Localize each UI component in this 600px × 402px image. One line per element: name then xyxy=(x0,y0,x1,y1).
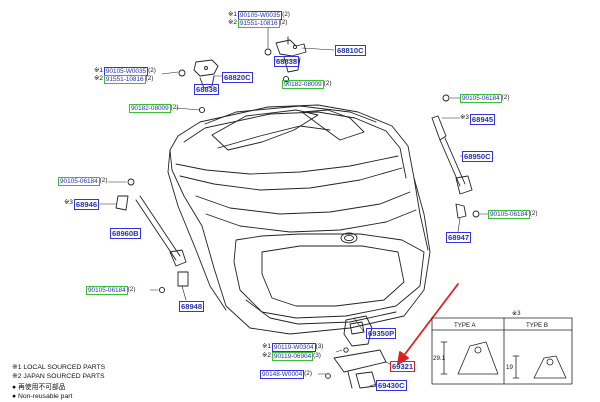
back-door-panel xyxy=(167,104,431,335)
local-marker: ※1 xyxy=(262,343,271,350)
part-number[interactable]: 90105-06184 xyxy=(86,286,128,295)
quantity: (3) xyxy=(315,343,324,350)
callout-90105-06184-right[interactable]: 90105-06184(2) xyxy=(488,210,537,219)
type-table xyxy=(431,317,573,385)
callout-68820C[interactable]: 68820C xyxy=(222,72,253,83)
leader-lines xyxy=(99,26,489,387)
part-number[interactable]: 90105-06184 xyxy=(460,94,502,103)
local-marker: ※1 xyxy=(94,67,103,74)
quantity: (2) xyxy=(501,94,510,101)
callout-68947[interactable]: 68947 xyxy=(446,232,472,243)
callout-68810C[interactable]: 68810C xyxy=(335,45,366,56)
quantity: (2) xyxy=(279,19,288,26)
quantity: (2) xyxy=(170,104,179,111)
part-number[interactable]: 68810C xyxy=(335,45,366,56)
quantity: (2) xyxy=(282,11,290,18)
quantity: (2) xyxy=(304,370,312,377)
quantity: (2) xyxy=(145,75,154,82)
part-number[interactable]: 90148-W0004 xyxy=(260,370,305,379)
callout-68838-left[interactable]: 68838 xyxy=(194,84,220,95)
type-a-dimension: 29.1 xyxy=(433,355,446,362)
part-number[interactable]: 90105-06184 xyxy=(488,210,530,219)
type-table-marker: ※3 xyxy=(512,310,521,317)
part-number[interactable]: 91551-10816 xyxy=(237,19,280,28)
callout-69430C[interactable]: 69430C xyxy=(376,380,407,391)
quantity: (2) xyxy=(323,80,332,87)
part-number[interactable]: 68838 xyxy=(274,56,300,67)
callout-68838-top[interactable]: 68838 xyxy=(274,56,300,67)
part-number[interactable]: 68820C xyxy=(222,72,253,83)
callout-69350P[interactable]: 69350P xyxy=(366,328,397,339)
type-b-label: TYPE B xyxy=(526,322,549,329)
part-number[interactable]: 69321 xyxy=(390,361,416,372)
part-number[interactable]: 68946 xyxy=(73,199,100,210)
quantity: (2) xyxy=(99,177,108,184)
gas-stay-right xyxy=(431,94,480,219)
gas-stay-left xyxy=(115,178,189,294)
quantity: (2) xyxy=(127,286,136,293)
part-number[interactable]: 90119-06904 xyxy=(271,352,314,361)
part-number[interactable]: 68945 xyxy=(469,114,496,125)
callout-90105-06184-left[interactable]: 90105-06184(2) xyxy=(58,177,107,186)
note-non-reusable-en: ● Non-reusable part xyxy=(12,393,73,400)
local-marker: ※1 xyxy=(228,11,237,18)
part-number[interactable]: 90182-08009 xyxy=(129,104,171,113)
note-non-reusable-jp: ● 再使用不可部品 xyxy=(12,384,66,391)
callout-68948[interactable]: 68948 xyxy=(179,301,205,312)
part-number[interactable]: 69430C xyxy=(376,380,407,391)
part-number[interactable]: 68838 xyxy=(194,84,220,95)
note-japan-sourced: ※2 JAPAN SOURCED PARTS xyxy=(12,373,105,380)
part-number[interactable]: 68948 xyxy=(179,301,205,312)
part-number[interactable]: 91551-10816 xyxy=(103,75,146,84)
japan-marker: ※2 xyxy=(94,75,103,82)
ref3-marker: ※3 xyxy=(460,114,469,121)
japan-marker: ※2 xyxy=(262,352,271,359)
part-number[interactable]: 90105-06184 xyxy=(58,177,100,186)
callout-69321-highlighted[interactable]: 69321 xyxy=(390,361,416,372)
callout-90182-08009-right[interactable]: 90182-08009(2) xyxy=(282,80,331,89)
part-number[interactable]: 68960B xyxy=(110,228,141,239)
callout-68960B[interactable]: 68960B xyxy=(110,228,141,239)
part-number[interactable]: 68947 xyxy=(446,232,472,243)
quantity: (2) xyxy=(148,67,156,74)
type-a-label: TYPE A xyxy=(454,322,476,329)
part-number[interactable]: 90119-W0304 xyxy=(271,343,316,352)
ref3-marker: ※3 xyxy=(64,199,73,206)
note-local-sourced: ※1 LOCAL SOURCED PARTS xyxy=(12,364,106,371)
part-number[interactable]: 69350P xyxy=(366,328,397,339)
callout-90105-06184-top-right[interactable]: 90105-06184(2) xyxy=(460,94,509,103)
japan-marker: ※2 xyxy=(228,19,237,26)
callout-68950C[interactable]: 68950C xyxy=(462,151,493,162)
callout-90148-W0004[interactable]: 90148-W0004(2) xyxy=(260,370,312,379)
quantity: (3) xyxy=(313,352,321,359)
part-number[interactable]: 68950C xyxy=(462,151,493,162)
part-number[interactable]: 90182-08009 xyxy=(282,80,324,89)
callout-90182-08009-left[interactable]: 90182-08009(2) xyxy=(129,104,178,113)
callout-90105-06184-bottom-left[interactable]: 90105-06184(2) xyxy=(86,286,135,295)
highlight-arrow xyxy=(397,283,459,365)
quantity: (2) xyxy=(529,210,538,217)
type-b-dimension: 19 xyxy=(506,364,513,371)
